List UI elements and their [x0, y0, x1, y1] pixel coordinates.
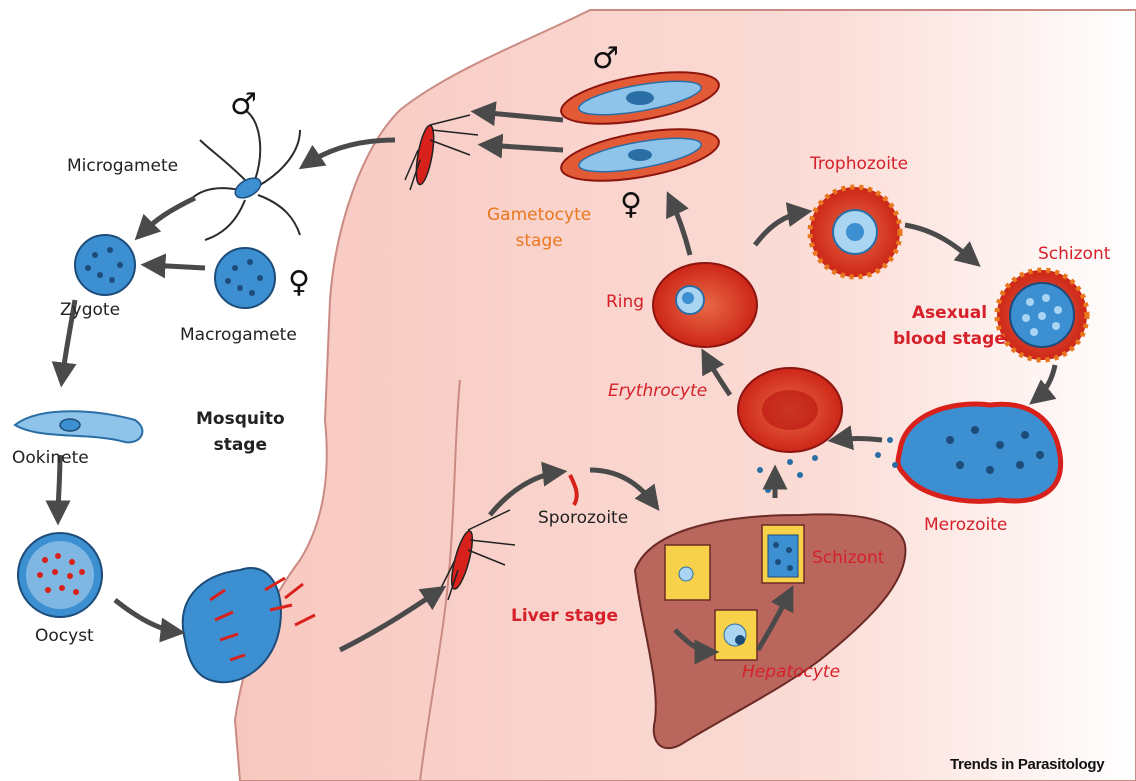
male-symbol-microgamete: ♂ [230, 90, 257, 120]
label-schizont-blood: Schizont [1038, 244, 1110, 264]
trophozoite-cell [810, 187, 900, 277]
label-schizont-liver: Schizont [812, 548, 884, 568]
label-erythrocyte: Erythrocyte [608, 381, 707, 401]
female-symbol-macrogamete: ♀ [288, 268, 310, 298]
female-symbol-gametocyte: ♀ [620, 190, 642, 220]
label-hepatocyte: Hepatocyte [742, 662, 840, 682]
label-microgamete: Microgamete [67, 156, 178, 176]
erythrocyte-cell [738, 368, 842, 452]
schizont-blood-cell [997, 270, 1087, 360]
label-trophozoite: Trophozoite [810, 154, 908, 174]
macrogamete-illustration [215, 248, 275, 308]
label-ookinete: Ookinete [12, 448, 89, 468]
male-symbol-gametocyte: ♂ [592, 44, 619, 74]
liver-schizont-hepatocyte [762, 525, 804, 583]
hepatocyte-developing [715, 610, 757, 660]
label-asexual-blood-stage: Asexual blood stage [893, 300, 1006, 352]
label-oocyst: Oocyst [35, 626, 94, 646]
microgamete-illustration [190, 110, 300, 240]
oocyst-illustration [18, 533, 102, 617]
label-sporozoite: Sporozoite [538, 508, 628, 528]
credit-trends-in-parasitology: Trends in Parasitology [950, 756, 1104, 773]
hepatocyte-infected [665, 545, 710, 600]
ookinete-illustration [15, 411, 142, 442]
label-merozoite: Merozoite [924, 515, 1007, 535]
label-zygote: Zygote [60, 300, 120, 320]
label-mosquito-stage: Mosquito stage [196, 406, 285, 458]
ring-stage-cell [653, 263, 757, 347]
label-gametocyte-stage: Gametocyte stage [487, 202, 591, 254]
label-ring: Ring [606, 292, 644, 312]
zygote-illustration [75, 235, 135, 295]
label-macrogamete: Macrogamete [180, 325, 297, 345]
label-liver-stage: Liver stage [511, 606, 618, 626]
